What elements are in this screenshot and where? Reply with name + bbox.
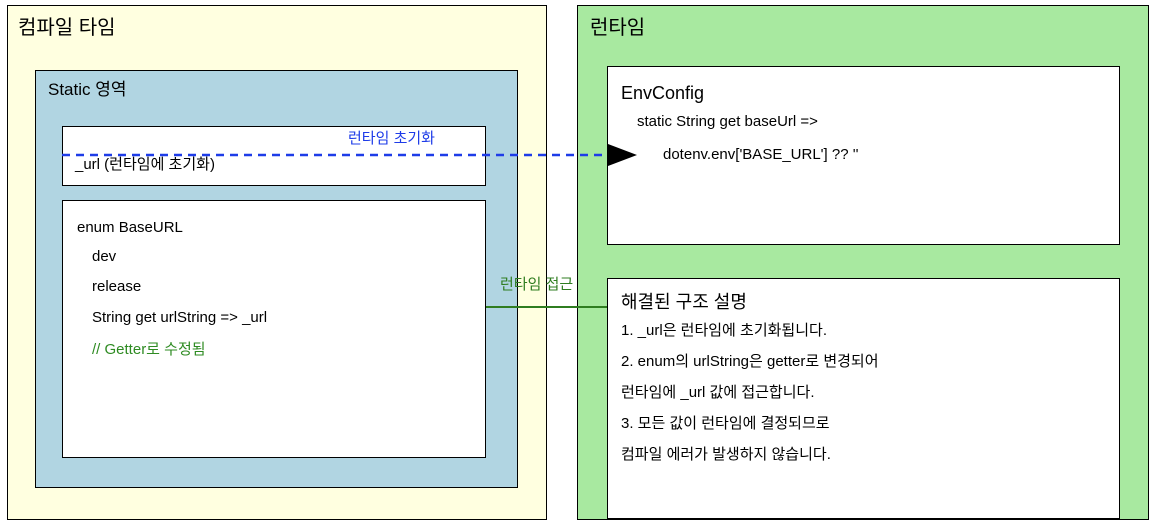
enum-box xyxy=(62,200,486,458)
enum-getter: String get urlString => _url xyxy=(92,309,268,326)
env-config-line-2: dotenv.env['BASE_URL'] ?? '' xyxy=(663,146,859,163)
enum-value-dev: dev xyxy=(92,248,117,265)
explanation-line-2: 2. enum의 urlString은 getter로 변경되어 xyxy=(621,353,879,370)
explanation-title: 해결된 구조 설명 xyxy=(621,292,747,312)
static-area-title: Static 영역 xyxy=(48,80,127,99)
compile-time-title: 컴파일 타임 xyxy=(18,17,116,39)
init-connector-label: 런타임 초기화 xyxy=(348,130,435,147)
explanation-line-5: 컴파일 에러가 발생하지 않습니다. xyxy=(621,446,831,463)
enum-declaration: enum BaseURL xyxy=(77,219,183,236)
env-config-title: EnvConfig xyxy=(621,83,705,103)
runtime-title: 런타임 xyxy=(590,17,646,39)
enum-value-release: release xyxy=(92,278,142,295)
url-field-text: _url (런타임에 초기화) xyxy=(75,156,215,173)
env-config-box xyxy=(607,66,1120,245)
explanation-line-4: 3. 모든 값이 런타임에 결정되므로 xyxy=(621,415,830,432)
access-connector-label: 런타임 접근 xyxy=(500,276,574,293)
explanation-box xyxy=(607,278,1120,519)
explanation-line-1: 1. _url은 런타임에 초기화됩니다. xyxy=(621,322,827,339)
env-config-line-1: static String get baseUrl => xyxy=(637,113,818,130)
explanation-line-3: 런타임에 _url 값에 접근합니다. xyxy=(621,384,815,401)
enum-comment: // Getter로 수정됨 xyxy=(92,341,206,358)
